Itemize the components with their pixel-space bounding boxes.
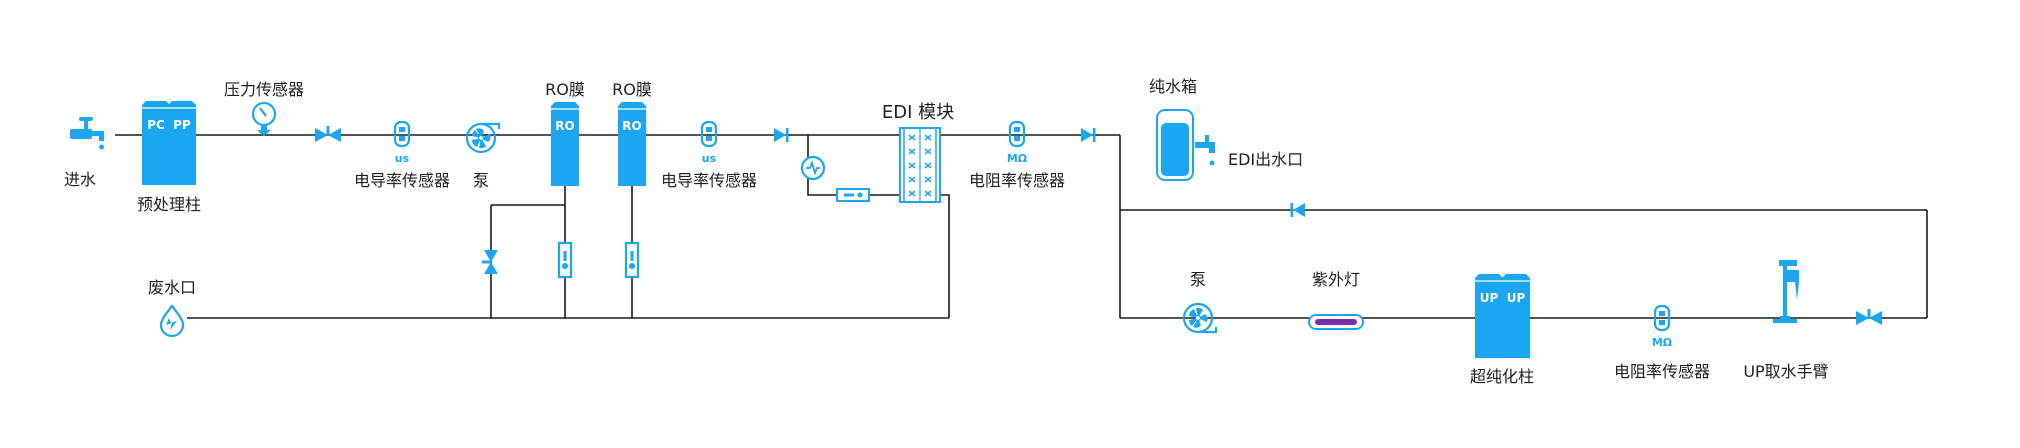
resistivity-unit-1: MΩ	[1007, 152, 1028, 165]
bypass-flowmeter-icon	[836, 188, 870, 202]
ultrapure-column-icon-1	[1474, 273, 1504, 359]
conductivity-sensor-label-2: 电导率传感器	[661, 171, 757, 190]
pressure-sensor-label: 压力传感器	[224, 80, 304, 99]
ro-tag-1: RO	[555, 119, 574, 133]
flowmeter-icon-1	[557, 241, 573, 279]
dispenser-icon[interactable]	[1773, 260, 1799, 323]
uv-lamp-label: 紫外灯	[1312, 270, 1360, 289]
conductivity-unit-2: us	[702, 152, 717, 165]
ro-membrane-icon-1	[550, 101, 580, 187]
resistivity-sensor-label-1: 电阻率传感器	[969, 171, 1065, 190]
conductivity-sensor-icon-2	[700, 120, 718, 148]
edi-module-icon	[899, 127, 941, 203]
uv-lamp-icon	[1308, 314, 1364, 330]
up-tag-2: UP	[1507, 291, 1526, 305]
check-valve-icon[interactable]	[482, 250, 498, 274]
ultrapure-column-icon-2	[1501, 273, 1531, 359]
conductivity-sensor-icon	[393, 120, 411, 148]
pump-icon[interactable]	[465, 122, 501, 154]
resistivity-sensor-label-2: 电阻率传感器	[1614, 362, 1710, 381]
waste-outlet-label: 废水口	[148, 278, 196, 297]
pretreatment-pp-column-icon	[167, 100, 197, 186]
sensor-wave-icon	[800, 155, 826, 181]
up-tag-1: UP	[1480, 291, 1499, 305]
resistivity-unit-2: MΩ	[1652, 336, 1673, 349]
valve-icon-2[interactable]	[1856, 309, 1882, 325]
edi-module-label: EDI 模块	[882, 102, 954, 123]
pc-tag: PC	[147, 118, 165, 132]
resistivity-sensor-icon	[1008, 120, 1026, 148]
ro-membrane-icon-2	[617, 101, 647, 187]
pump-label-1: 泵	[473, 171, 489, 190]
inlet-label: 进水	[64, 170, 96, 189]
check-valve-icon-2	[774, 128, 789, 142]
valve-icon[interactable]	[315, 126, 341, 142]
check-valve-icon-4	[1290, 203, 1305, 217]
pretreatment-label: 预处理柱	[137, 195, 201, 214]
pretreatment-pc-column-icon	[141, 100, 171, 186]
pp-tag: PP	[173, 118, 191, 132]
ro-tag-2: RO	[622, 119, 641, 133]
pure-water-tank-label: 纯水箱	[1149, 77, 1197, 96]
pump-label-2: 泵	[1190, 270, 1206, 289]
edi-outlet-label: EDI出水口	[1228, 150, 1303, 169]
ro-membrane-label-2: RO膜	[612, 80, 652, 99]
check-valve-icon-3	[1081, 128, 1096, 142]
ro-membrane-label-1: RO膜	[545, 80, 585, 99]
inlet-faucet-icon	[70, 117, 104, 150]
pressure-gauge-icon	[251, 101, 277, 136]
tank-icon	[1156, 109, 1215, 181]
flowmeter-icon-2	[624, 241, 640, 279]
up-dispenser-label: UP取水手臂	[1743, 362, 1828, 381]
conductivity-sensor-label-1: 电导率传感器	[354, 171, 450, 190]
water-drop-icon	[159, 304, 185, 338]
conductivity-unit-1: us	[395, 152, 410, 165]
ultrapure-column-label: 超纯化柱	[1470, 367, 1534, 386]
